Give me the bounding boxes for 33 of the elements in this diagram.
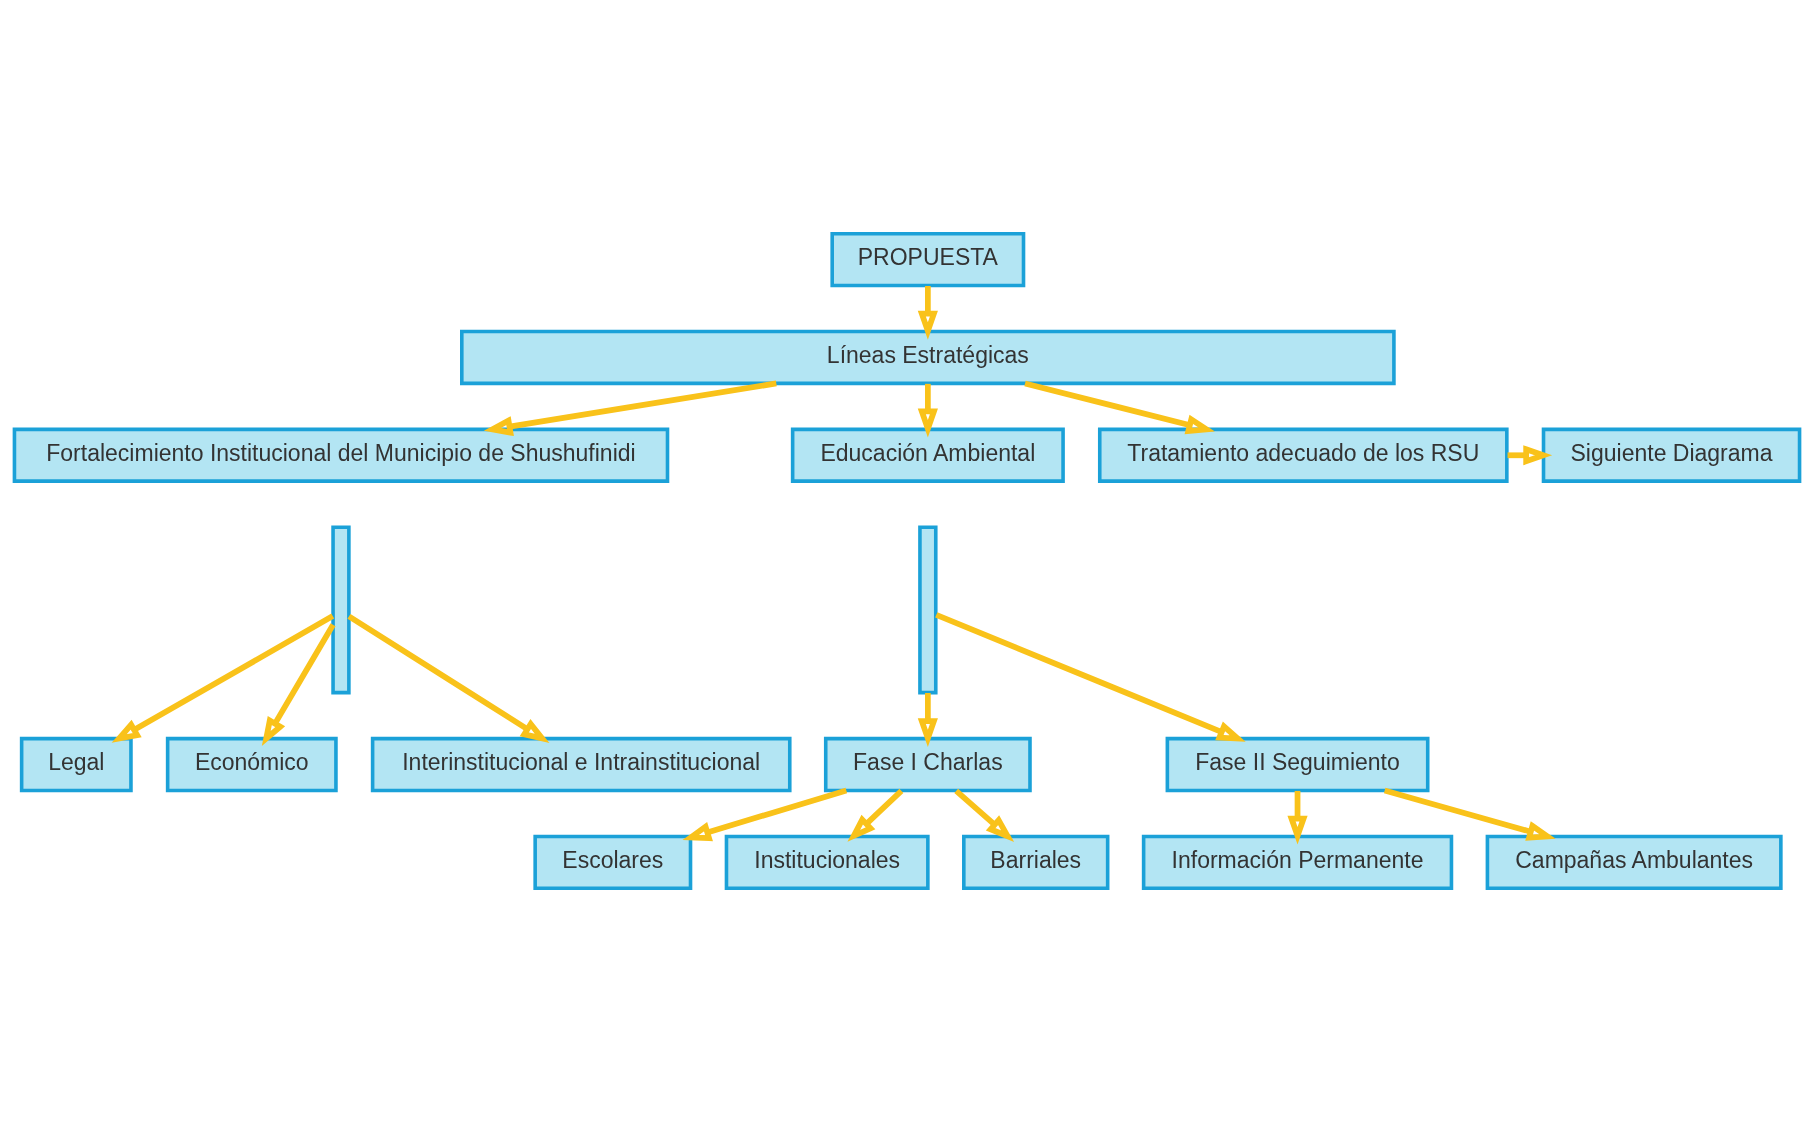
node-box: Interinstitucional e Intrainstitucional (370, 736, 792, 793)
node-box: PROPUESTA (830, 231, 1026, 288)
arrow (261, 623, 336, 746)
node-box: Escolares (533, 834, 693, 891)
arrow (483, 380, 777, 437)
node-box: Fortalecimiento Institucional del Municipio de Shushufinidi (12, 427, 670, 483)
arrow (917, 383, 938, 438)
arrow (1383, 787, 1556, 841)
arrow (1507, 445, 1553, 466)
arrow (917, 693, 938, 748)
arrow (111, 613, 335, 743)
node-bar (331, 525, 351, 695)
arrow (682, 787, 848, 842)
node-box: Fase II Seguimiento (1165, 736, 1430, 793)
node-box: Información Permanente (1141, 834, 1454, 891)
node-box: Educación Ambiental (790, 427, 1065, 483)
arrow (1287, 790, 1308, 845)
node-bar (918, 525, 938, 695)
node-box: Campañas Ambulantes (1485, 834, 1783, 891)
arrow (935, 612, 1246, 742)
node-box: Líneas Estratégicas (460, 329, 1396, 386)
arrow (917, 286, 938, 340)
arrow (1024, 380, 1215, 435)
arrow (347, 613, 550, 744)
arrow (847, 788, 904, 842)
node-box: Barriales (962, 834, 1110, 891)
arrow (954, 788, 1015, 842)
node-box: Económico (165, 736, 338, 793)
node-box: Legal (19, 736, 133, 793)
node-box: Fase I Charlas (823, 736, 1032, 793)
node-box: Siguiente Diagrama (1541, 427, 1802, 483)
node-box: Institucionales (724, 834, 930, 891)
node-box: Tratamiento adecuado de los RSU (1097, 427, 1509, 483)
